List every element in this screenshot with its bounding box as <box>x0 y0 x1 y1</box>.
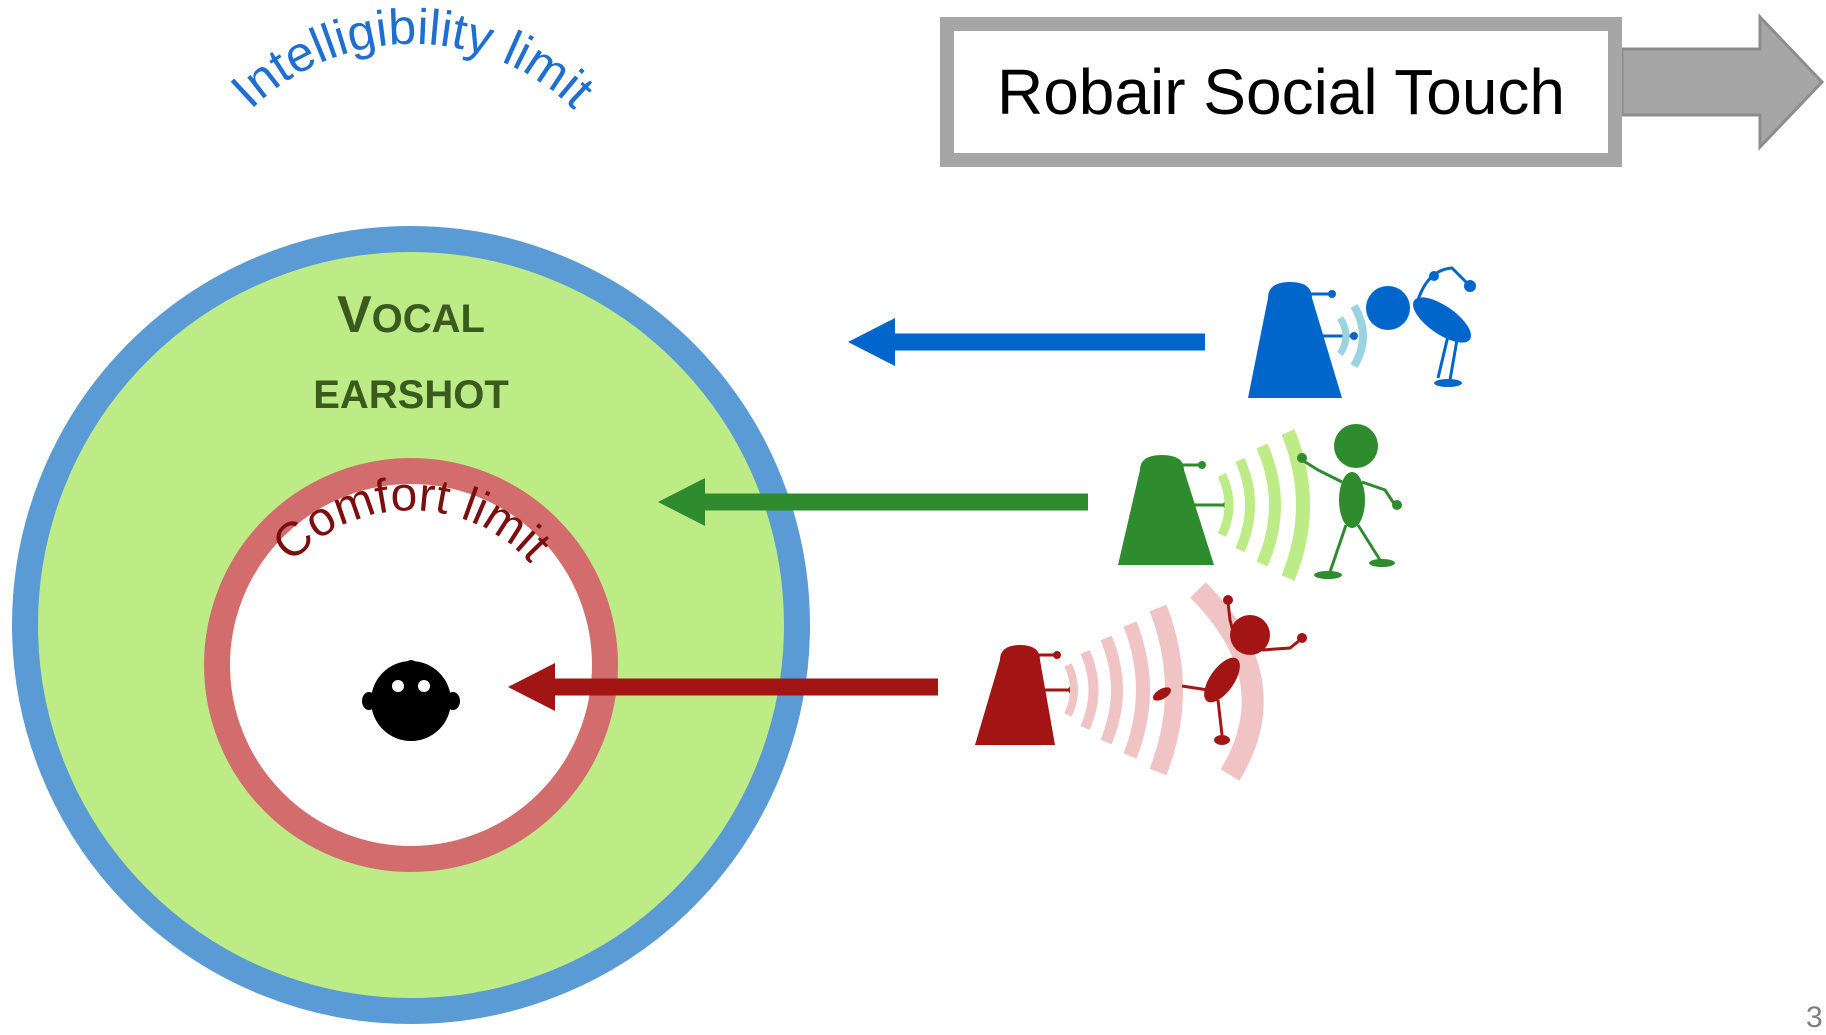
person-head-icon <box>362 660 460 741</box>
title-arrow-icon <box>1620 13 1825 151</box>
blue-arrow <box>848 318 1205 366</box>
green-robot-icon <box>1118 424 1402 581</box>
earshot-label: EARSHOT <box>313 373 509 417</box>
slide-title: Robair Social Touch <box>996 56 1566 128</box>
red-robot-icon <box>975 582 1307 781</box>
page-number: 3 <box>1806 1001 1823 1034</box>
vocal-label: VOCAL <box>337 286 485 344</box>
green-arrow <box>658 478 1088 526</box>
intelligibility-label: Intelligibility limit <box>220 0 605 118</box>
red-arrow <box>508 663 938 711</box>
title-box: Robair Social Touch <box>940 17 1622 167</box>
blue-robot-icon <box>1248 266 1476 398</box>
